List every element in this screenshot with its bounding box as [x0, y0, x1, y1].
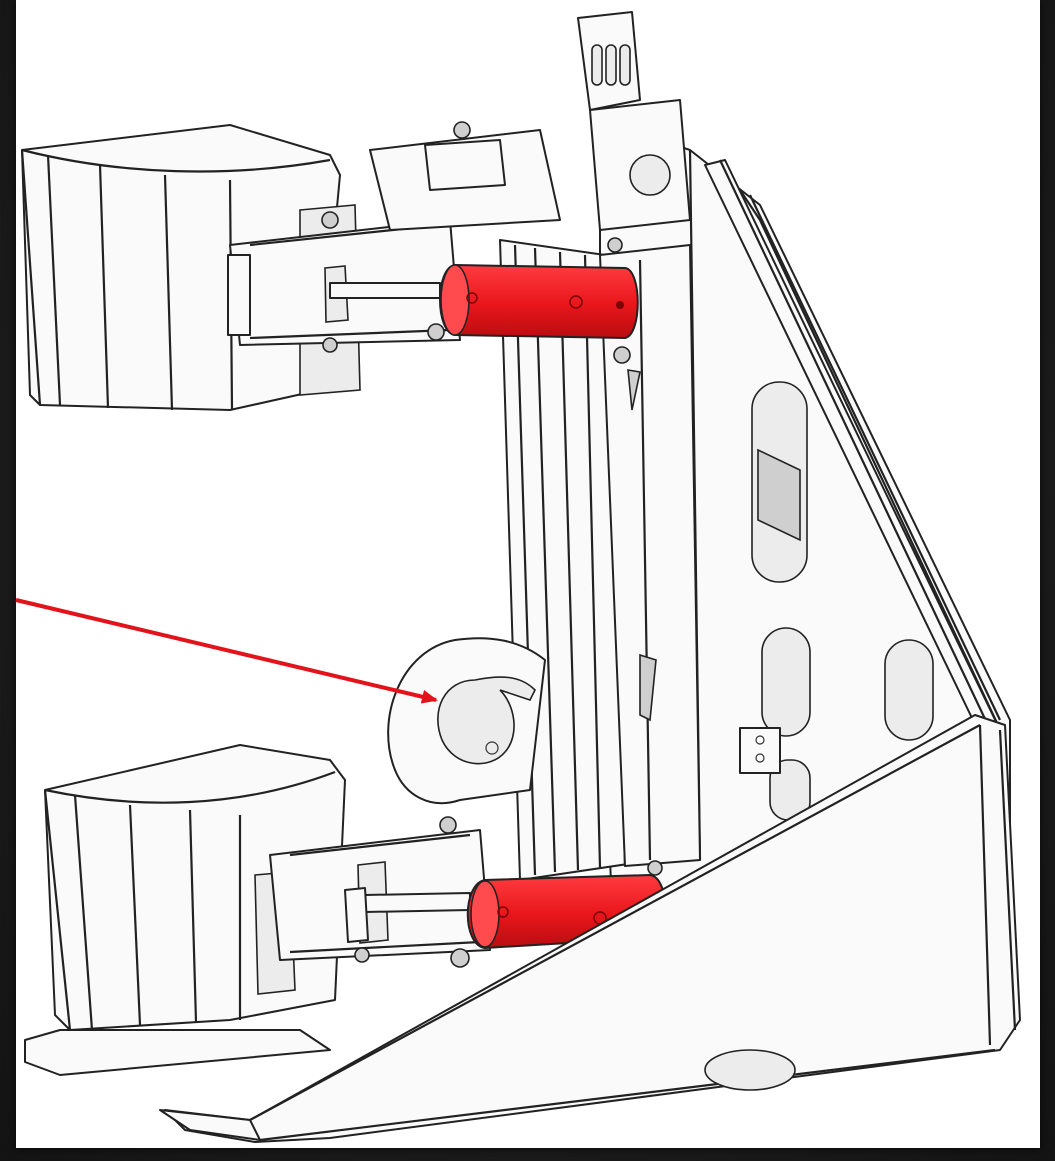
top-lifting-lug — [577, 11, 691, 231]
upper-hydraulic-cylinder — [439, 263, 639, 340]
hook-plate — [387, 637, 546, 805]
upper-gripper-pad — [20, 121, 631, 411]
skid-slot — [704, 1049, 796, 1091]
lower-gripper-pad — [24, 744, 663, 1076]
base-skid-plate — [159, 714, 1021, 1143]
frame-slot-right — [884, 639, 934, 741]
frame-slot-middle — [761, 627, 811, 737]
slot-insert — [757, 448, 801, 542]
callout-arrow — [15, 598, 438, 704]
side-bracket — [739, 727, 781, 774]
arrow-icon — [15, 598, 438, 704]
